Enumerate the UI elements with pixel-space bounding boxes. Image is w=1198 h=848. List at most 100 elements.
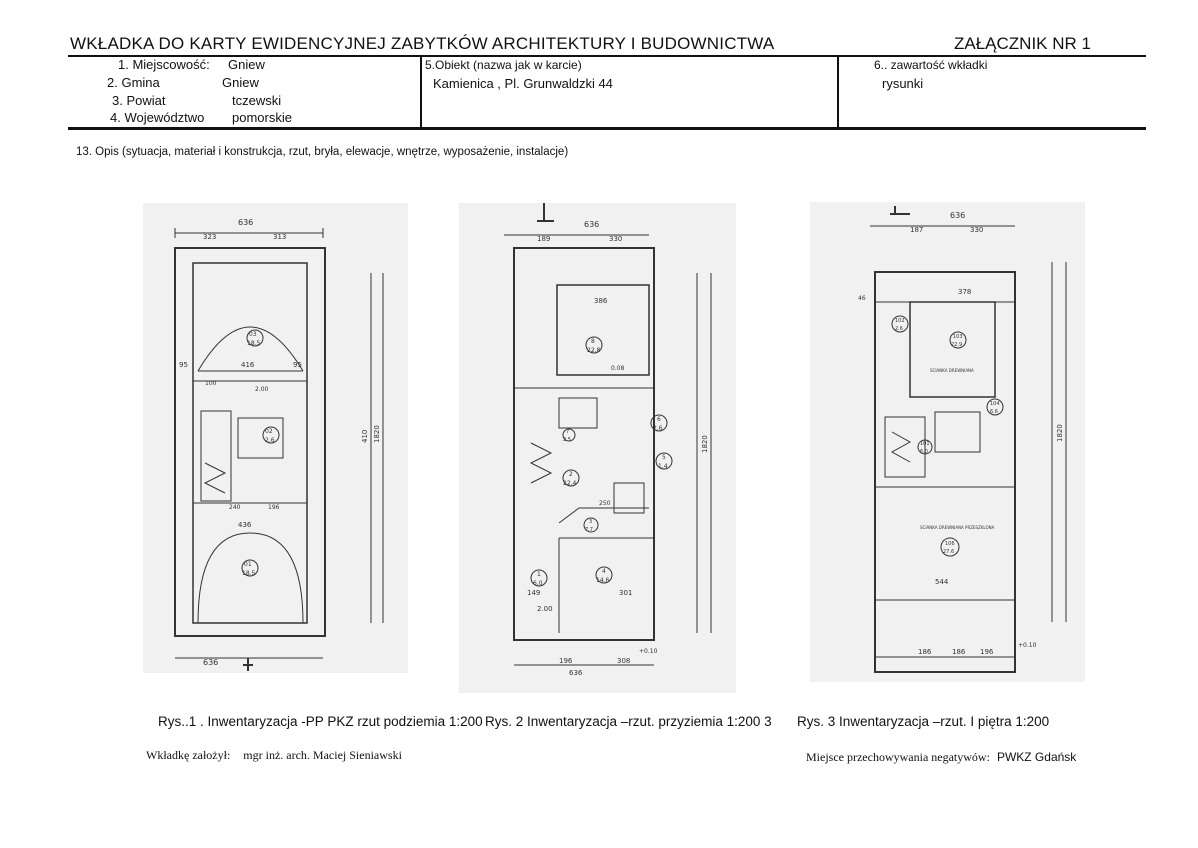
room-area: 6.6	[990, 409, 998, 415]
storage-line: Miejsce przechowywania negatywów: PWKZ G…	[806, 750, 1076, 765]
dim-label: 46	[858, 295, 866, 302]
dim-side: 1820	[373, 425, 381, 443]
dim-top: 636	[950, 211, 965, 220]
room-num: 6	[657, 416, 661, 423]
cell-divider	[420, 56, 422, 128]
caption-first-floor: Rys. 3 Inwentaryzacja –rzut. I piętra 1:…	[797, 714, 1050, 729]
dim-top: 636	[238, 218, 253, 227]
dim-top-right: 313	[273, 233, 286, 241]
dim-label: 95	[293, 361, 302, 369]
author-value: mgr inż. arch. Maciej Sieniawski	[243, 748, 402, 762]
room-area: 2.6	[653, 425, 663, 432]
room-num: 3	[589, 519, 592, 525]
dim-bottom-right: 308	[617, 657, 630, 665]
powiat-value: tczewski	[232, 93, 282, 108]
dim-bottom: 636	[203, 658, 218, 667]
dim-bottom-mid: 186	[952, 648, 966, 656]
gmina-label: 2. Gmina	[107, 75, 160, 90]
author-label: Wkładkę założył:	[146, 748, 231, 762]
wojewodztwo-value: pomorskie	[232, 110, 292, 125]
dim-top-left: 187	[910, 226, 923, 234]
room-area: 18.5	[242, 570, 256, 577]
location-label: 1. Miejscowość:	[118, 57, 210, 72]
dim-bottom-left: 186	[918, 648, 932, 656]
cell-divider	[837, 56, 839, 128]
room-num: 102	[895, 318, 905, 324]
level-mark: +0.10	[1018, 642, 1037, 649]
storage-value: PWKZ Gdańsk	[996, 750, 1077, 764]
annex-number: ZAŁĄCZNIK NR 1	[954, 34, 1091, 53]
storage-label: Miejsce przechowywania negatywów:	[806, 750, 990, 764]
dim-label: 378	[958, 288, 971, 296]
dim-label: 2.00	[255, 386, 269, 393]
form-title: WKŁADKA DO KARTY EWIDENCYJNEJ ZABYTKÓW A…	[70, 34, 775, 53]
dim-label: 544	[935, 578, 949, 586]
room-num: 5	[662, 454, 666, 461]
room-area: 7.7	[585, 527, 593, 533]
room-num: 104	[990, 401, 1000, 407]
dim-side: 1820	[701, 435, 709, 453]
dim-label: 436	[238, 521, 252, 529]
dim-label: 149	[527, 589, 540, 597]
room-num: 7	[566, 429, 569, 435]
dim-bottom: 636	[569, 669, 583, 677]
room-area: 6.0	[920, 449, 928, 455]
room-num: 101	[920, 441, 930, 447]
room-area: 22.8	[587, 347, 601, 354]
room-num: 2	[569, 471, 573, 478]
room-area: 22.4	[563, 480, 577, 487]
level-mark: +0.10	[639, 648, 658, 655]
dim-bottom-left: 196	[559, 657, 573, 665]
caption-basement: Rys..1 . Inwentaryzacja -PP PKZ rzut pod…	[158, 714, 483, 729]
dim-label: 386	[594, 297, 608, 305]
room-area: 27.6	[943, 549, 954, 555]
dim-label: 240	[229, 504, 241, 511]
contents-label: 6.. zawartość wkładki	[874, 58, 988, 72]
dim-label: 2.00	[537, 605, 553, 613]
dim-label: 100	[205, 380, 217, 387]
powiat-label: 3. Powiat	[112, 93, 166, 108]
room-area: 2.6	[265, 437, 275, 444]
dim-label: 0.08	[611, 365, 625, 372]
room-num: 02	[265, 428, 273, 435]
room-area: 2.6	[895, 326, 903, 332]
room-num: 4	[602, 568, 606, 575]
room-num: 106	[945, 541, 955, 547]
room-area: 14.6	[596, 577, 610, 584]
wall-note: SCIANKA DREWNIANA PRZESZKLONA	[920, 525, 995, 530]
info-bottom-rule	[68, 127, 1146, 130]
room-num: 1	[537, 571, 541, 578]
room-area: 22.9	[951, 342, 962, 348]
wojewodztwo-label: 4. Województwo	[110, 110, 205, 125]
floor-plan-first-floor: 636 187 330 46 378 102 2.6 103 22.9 SCIA…	[810, 202, 1085, 682]
object-value: Kamienica , Pl. Grunwaldzki 44	[433, 76, 613, 91]
object-label: 5.Obiekt (nazwa jak w karcie)	[425, 58, 582, 72]
room-num: 03	[249, 331, 257, 338]
floor-plan-basement: 636 323 313 03 18.5 95 416 95 100 2.00 0…	[143, 203, 408, 673]
dim-top-right: 330	[970, 226, 983, 234]
caption-ground-floor: Rys. 2 Inwentaryzacja –rzut. przyziemia …	[485, 714, 772, 729]
floor-plan-ground: 636 189 330 8 22.8 386 0.08 7 2.5 6 2.6 …	[459, 203, 736, 693]
dim-bottom-right: 196	[980, 648, 994, 656]
wall-note: SCIANKA DREWNIANA	[930, 368, 974, 373]
room-area: 18.5	[247, 340, 261, 347]
dim-label: 95	[179, 361, 188, 369]
header-rule	[68, 55, 1146, 57]
dim-label: 250	[599, 500, 611, 507]
author-line: Wkładkę założył: mgr inż. arch. Maciej S…	[146, 748, 402, 763]
contents-value: rysunki	[882, 76, 924, 91]
room-num: 103	[953, 334, 963, 340]
dim-top-left: 323	[203, 233, 216, 241]
dim-top: 636	[584, 220, 599, 229]
dim-top-right: 330	[609, 235, 622, 243]
dim-label: 416	[241, 361, 255, 369]
dim-label: 196	[268, 504, 280, 511]
dim-label: 301	[619, 589, 632, 597]
location-value: Gniew	[228, 57, 265, 72]
description-label: 13. Opis (sytuacja, materiał i konstrukc…	[76, 146, 569, 158]
room-area: 2.5	[563, 437, 571, 443]
room-area: 6.0	[533, 580, 543, 587]
room-num: 01	[244, 561, 252, 568]
dim-top-left: 189	[537, 235, 550, 243]
gmina-value: Gniew	[222, 75, 259, 90]
